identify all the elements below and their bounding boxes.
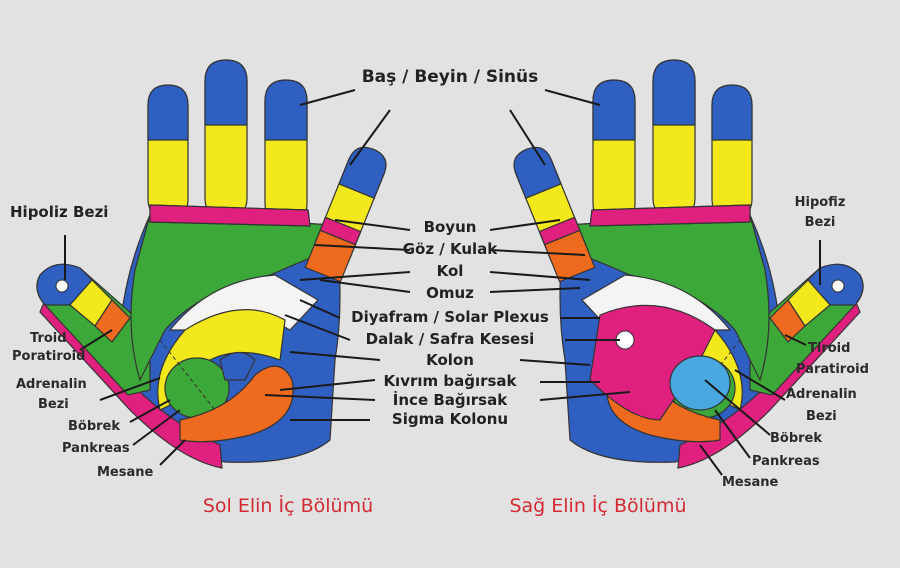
- left-label-adrenal-2: Bezi: [38, 397, 69, 412]
- label-shoulder: Omuz: [426, 284, 474, 302]
- right-label-adrenal: Adrenalin: [786, 387, 857, 402]
- label-small-intestine: İnce Bağırsak: [393, 390, 508, 409]
- left-label-bladder: Mesane: [97, 465, 154, 480]
- label-eye-ear: Göz / Kulak: [403, 240, 499, 258]
- label-head: Baş / Beyin / Sinüs: [362, 67, 539, 87]
- label-diaphragm: Diyafram / Solar Plexus: [351, 308, 549, 326]
- left-hand: [36, 59, 392, 469]
- left-hand-title: Sol Elin İç Bölümü: [203, 494, 373, 517]
- connector-lines: [64, 89, 821, 476]
- left-label-adrenal: Adrenalin: [16, 377, 87, 392]
- right-label-bladder: Mesane: [722, 475, 779, 490]
- label-neck: Boyun: [424, 218, 477, 236]
- right-label-pancreas: Pankreas: [752, 454, 820, 469]
- right-label-parathyroid: Paratiroid: [796, 362, 869, 377]
- left-label-kidney: Böbrek: [68, 419, 120, 434]
- right-label-kidney: Böbrek: [770, 431, 822, 446]
- right-label-adrenal-2: Bezi: [806, 409, 837, 424]
- left-label-thyroid: Troid: [30, 331, 67, 346]
- label-colon: Kolon: [426, 351, 474, 369]
- left-label-pituitary: Hipoliz Bezi: [10, 203, 108, 221]
- left-label-pancreas: Pankreas: [62, 441, 130, 456]
- right-label-pituitary-2: Bezi: [805, 215, 836, 230]
- left-label-parathyroid: Poratiroid: [12, 349, 85, 364]
- right-label-pituitary: Hipofiz: [795, 195, 846, 210]
- label-arm: Kol: [437, 262, 464, 280]
- right-hand-title: Sağ Elin İç Bölümü: [509, 494, 686, 517]
- label-sigmoid: Sigma Kolonu: [392, 410, 508, 428]
- right-hand: [508, 59, 864, 469]
- label-spleen-gall: Dalak / Safra Kesesi: [366, 330, 535, 348]
- label-small-intestine-fold: Kıvrım bağırsak: [383, 372, 517, 390]
- right-label-thyroid: Tiroid: [808, 341, 850, 356]
